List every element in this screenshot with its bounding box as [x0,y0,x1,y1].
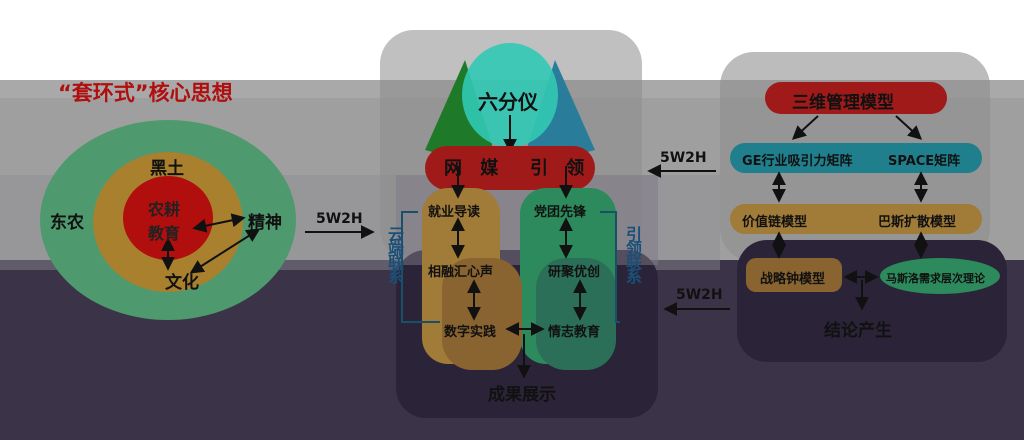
right-row2-pill [730,204,982,234]
label-5w2h-left: 5W2H [316,211,363,227]
label-outer: 东农 [50,213,84,233]
page-title: “套环式”核心思想 [58,81,233,105]
right-row3-left [746,258,842,292]
label-lead: 引 领 [530,158,591,179]
right-row3-right [880,258,1000,294]
left-item-1: 就业导读 [428,205,481,220]
right-title-pill [765,82,947,114]
right-strategy-clock: 战略钟模型 [760,272,826,287]
right-bass-model: 巴斯扩散模型 [878,215,957,230]
label-results: 成果展示 [488,385,556,405]
left-item-2: 相融汇心声 [428,265,494,280]
label-5w2h-right-top: 5W2H [660,150,707,166]
right-row1-pill [730,143,982,173]
right-item-1: 党团先锋 [534,205,587,220]
label-sextant: 六分仪 [478,90,538,114]
arrow-culture-to-spirit [189,228,261,274]
arrow-title-left [791,115,819,140]
right-conclusion: 结论产生 [824,321,892,341]
right-bracket [600,211,620,323]
left-column-lower [442,258,522,370]
arrow-inner-to-spirit [192,213,246,233]
label-web-media: 网 媒 [444,158,505,179]
arrow-title-right [895,115,923,140]
left-item-3: 数字实践 [444,325,497,340]
label-black-soil: 黑土 [150,159,184,179]
label-farming: 农耕 [148,200,181,219]
label-spirit: 精神 [248,213,282,233]
right-ge-matrix: GE行业吸引力矩阵 [742,154,853,169]
label-culture: 文化 [165,273,199,293]
sextant-top [462,43,558,147]
left-bracket [401,211,440,323]
label-5w2h-right-bottom: 5W2H [676,287,723,303]
right-item-2: 研聚优创 [548,265,601,280]
label-lead-link: 引领联系 [623,226,642,282]
header-pill [425,146,595,190]
sextant-right [520,60,595,170]
right-maslow: 马斯洛需求层次理论 [886,272,985,285]
right-value-chain: 价值链模型 [742,215,808,230]
right-space-matrix: SPACE矩阵 [888,154,961,169]
right-title: 三维管理模型 [792,93,894,113]
label-cloud-link: 云端联系 [385,226,404,282]
sextant-left [425,60,500,170]
right-item-3: 情志教育 [548,325,601,340]
label-education: 教育 [148,224,181,243]
